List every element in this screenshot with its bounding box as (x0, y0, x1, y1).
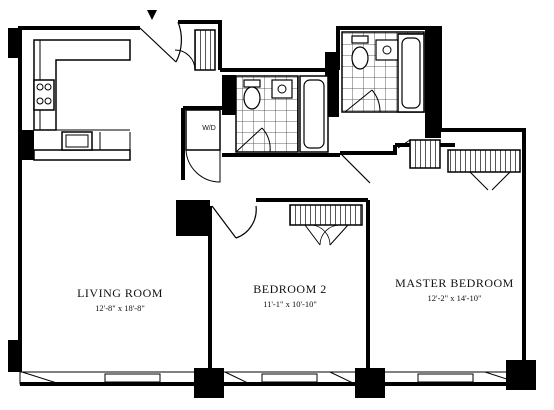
master-bathroom (341, 31, 425, 113)
sink-icon (375, 39, 399, 61)
closet-icon (397, 139, 441, 169)
master-bedroom-label: MASTER BEDROOM 12'-2" x 14'-10" (382, 276, 527, 303)
door-swing-icon (139, 21, 182, 63)
bathroom-1 (235, 75, 329, 153)
bedroom-2-dims: 11'-1" x 10'-10" (263, 299, 317, 309)
bathtub-icon (299, 75, 329, 153)
washer-dryer-closet (185, 109, 221, 183)
north-arrow-icon (147, 10, 157, 20)
stove-icon (33, 79, 55, 111)
door-swing-icon (211, 205, 257, 239)
door-swing-icon (339, 152, 371, 184)
bedroom-2-name: BEDROOM 2 (253, 282, 327, 296)
window-strip (19, 371, 525, 385)
closet-icon (447, 149, 521, 191)
master-bedroom-name: MASTER BEDROOM (395, 276, 514, 290)
bathtub-icon (397, 33, 425, 113)
washer-dryer-label: W/D (202, 125, 216, 132)
toilet-icon (243, 79, 261, 110)
sink-icon (271, 79, 293, 99)
closet-icon (174, 29, 216, 71)
bedroom-2-label: BEDROOM 2 11'-1" x 10'-10" (225, 282, 355, 309)
living-room-label: LIVING ROOM 12'-8" x 18'-8" (55, 286, 185, 313)
master-bedroom-dims: 12'-2" x 14'-10" (427, 293, 482, 303)
closet-icon (289, 204, 363, 246)
sink-icon (61, 131, 93, 151)
kitchen (33, 39, 131, 161)
toilet-icon (351, 35, 369, 70)
living-room-name: LIVING ROOM (77, 286, 163, 300)
living-room-dims: 12'-8" x 18'-8" (95, 303, 145, 313)
